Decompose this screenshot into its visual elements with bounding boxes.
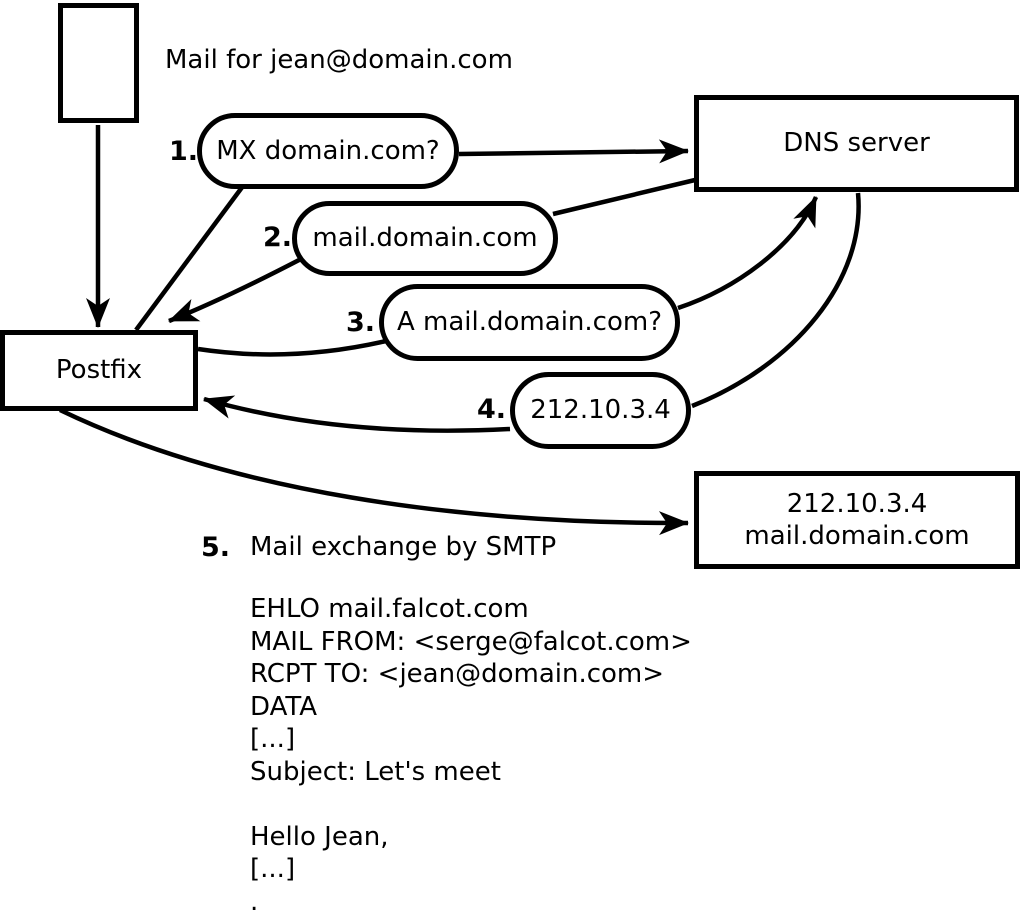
pill-a-reply: 212.10.3.4 [510, 372, 691, 449]
pill-mx-query-label: MX domain.com? [216, 135, 440, 166]
pill-mx-reply-label: mail.domain.com [312, 223, 538, 254]
smtp-line: Subject: Let's meet [250, 756, 501, 787]
smtp-line: EHLO mail.falcot.com [250, 594, 529, 624]
dns-server-label: DNS server [783, 128, 930, 159]
smtp-line: [...] [250, 724, 296, 754]
smtp-line: MAIL FROM: <serge@falcot.com> [250, 626, 692, 657]
dns-server-node: DNS server [694, 95, 1019, 192]
mail-server-hostname: mail.domain.com [744, 521, 970, 551]
step-5-number: 5. [200, 532, 230, 563]
mail-server-node: 212.10.3.4 mail.domain.com [694, 471, 1020, 569]
connector-dns-to-reply4 [691, 192, 861, 409]
arrow-postfix-to-mailserver-smtp [59, 407, 689, 536]
pill-mx-reply: mail.domain.com [292, 201, 558, 276]
postfix-label: Postfix [55, 355, 143, 386]
smtp-line: [...] [250, 854, 296, 884]
smtp-session-transcript: EHLO mail.falcot.com MAIL FROM: <serge@f… [250, 594, 692, 919]
smtp-line: Hello Jean, [250, 821, 389, 852]
smtp-line: . [250, 886, 259, 917]
arrow-query3-to-dns [677, 196, 819, 311]
pill-a-query-label: A mail.domain.com? [397, 307, 662, 338]
pill-a-reply-label: 212.10.3.4 [530, 395, 671, 426]
pill-a-query: A mail.domain.com? [379, 284, 680, 361]
mail-envelope-box [58, 3, 139, 123]
connector-dns-to-reply2 [552, 177, 696, 217]
arrow-reply2-to-postfix [168, 257, 303, 324]
step-1-number: 1. [168, 136, 198, 167]
smtp-line: DATA [250, 691, 317, 722]
smtp-line: RCPT TO: <jean@domain.com> [250, 659, 665, 689]
step-3-number: 3. [345, 307, 375, 338]
postfix-node: Postfix [0, 330, 198, 411]
connector-postfix-to-query1 [134, 184, 245, 332]
step-2-number: 2. [262, 222, 292, 253]
step-5-label: Mail exchange by SMTP [250, 532, 557, 562]
smtp-line [250, 789, 692, 822]
arrow-reply4-to-postfix [203, 395, 511, 433]
connector-postfix-to-query3 [197, 338, 387, 357]
mail-for-label: Mail for jean@domain.com [165, 45, 513, 75]
mail-server-ip: 212.10.3.4 [786, 488, 928, 519]
pill-mx-query: MX domain.com? [197, 113, 459, 189]
step-4-number: 4. [476, 394, 506, 425]
arrow-query1-to-dns [458, 139, 689, 164]
